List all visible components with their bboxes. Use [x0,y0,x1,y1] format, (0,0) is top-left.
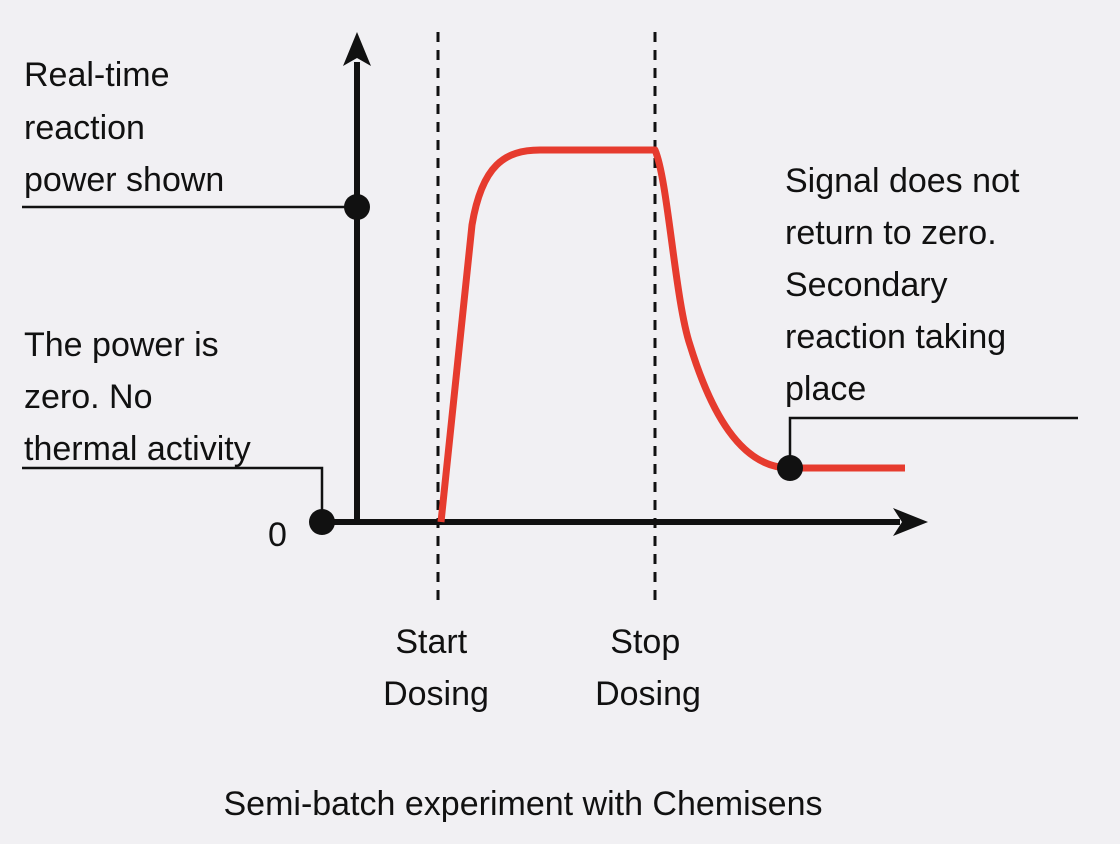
zero-dot [309,509,335,535]
realtime-line-3: power shown [24,161,224,199]
stop-label-line-1: Stop [610,623,680,661]
stop-label-line-2: Dosing [595,675,701,713]
signal-line-5: place [785,370,866,408]
realtime-line-1: Real-time [24,56,169,94]
signal-line-3: Secondary [785,266,948,304]
signal-line-4: reaction taking [785,318,1006,356]
realtime-line-2: reaction [24,109,145,147]
signal-line-2: return to zero. [785,214,997,252]
origin-label: 0 [268,516,287,554]
signal-leader-line [788,416,1078,468]
stop-dosing-label: Stop Dosing [595,623,701,713]
start-dosing-label: Start Dosing [383,623,489,713]
zero-leader-line [22,466,324,522]
realtime-annotation: Real-time reaction power shown [24,56,224,199]
y-axis-arrow-icon [343,32,371,66]
signal-annotation: Signal does not return to zero. Secondar… [785,162,1029,408]
zero-annotation: The power is zero. No thermal activity [24,326,251,468]
zero-line-1: The power is [24,326,219,364]
start-label-line-2: Dosing [383,675,489,713]
zero-line-2: zero. No [24,378,153,416]
reaction-power-curve [437,146,905,523]
start-label-line-1: Start [395,623,467,661]
zero-line-3: thermal activity [24,430,251,468]
diagram-caption: Semi-batch experiment with Chemisens [223,785,822,823]
x-axis-arrow-icon [893,508,928,536]
realtime-dot [344,194,370,220]
signal-dot [777,455,803,481]
signal-line-1: Signal does not [785,162,1020,200]
